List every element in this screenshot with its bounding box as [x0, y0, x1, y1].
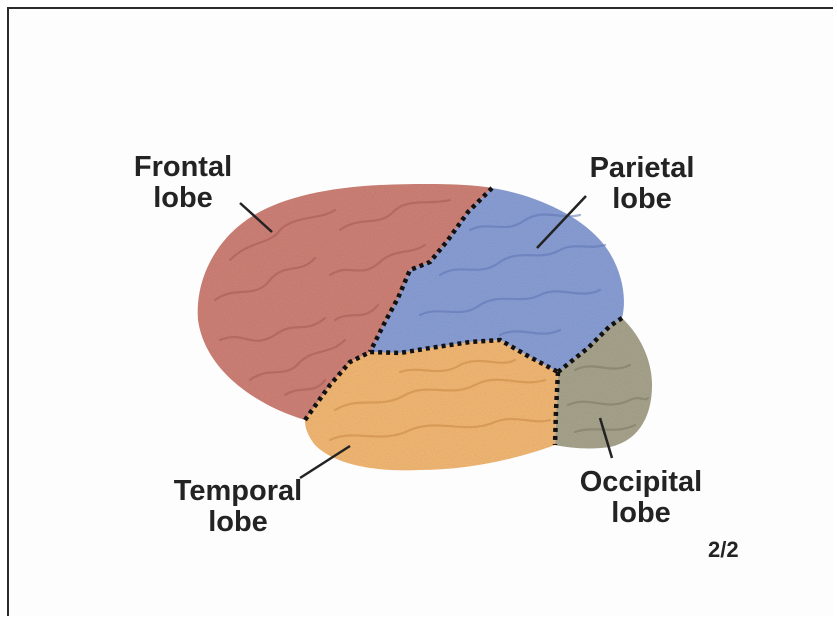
occipital-lobe-label: Occipital lobe	[558, 467, 724, 529]
page-indicator: 2/2	[708, 537, 739, 563]
frontal-lobe-label-line2: lobe	[118, 183, 248, 214]
temporal-lobe-label-line2: lobe	[152, 507, 324, 538]
parietal-lobe-label: Parietal lobe	[574, 153, 710, 215]
occipital-lobe-label-line2: lobe	[558, 498, 724, 529]
temporal-lobe-label: Temporal lobe	[152, 476, 324, 538]
temporal-lobe-label-line1: Temporal	[152, 476, 324, 507]
frontal-lobe-label-line1: Frontal	[118, 152, 248, 183]
frontal-lobe-label: Frontal lobe	[118, 152, 248, 214]
occipital-lobe-label-line1: Occipital	[558, 467, 724, 498]
parietal-lobe-label-line2: lobe	[574, 184, 710, 215]
parietal-lobe-label-line1: Parietal	[574, 153, 710, 184]
